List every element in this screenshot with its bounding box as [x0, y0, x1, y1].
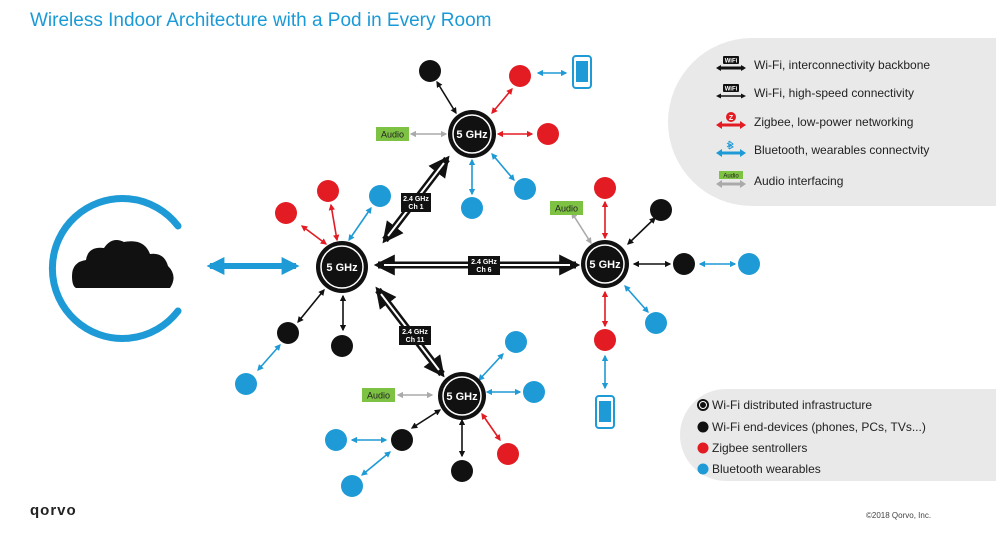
- zigbee-device: [594, 329, 616, 351]
- svg-text:2.4 GHz: 2.4 GHz: [402, 329, 428, 336]
- pod-right: 5 GHz: [581, 240, 629, 288]
- svg-text:5 GHz: 5 GHz: [446, 391, 478, 403]
- phone-icon: [595, 395, 615, 429]
- svg-text:Ch 6: Ch 6: [476, 267, 491, 274]
- svg-text:5 GHz: 5 GHz: [456, 129, 488, 141]
- phone-icon: [572, 55, 592, 89]
- zigbee-device: [509, 65, 531, 87]
- wifi-device: [650, 199, 672, 221]
- wifi-device: [391, 429, 413, 451]
- svg-text:2.4 GHz: 2.4 GHz: [471, 259, 497, 266]
- svg-text:Z: Z: [729, 115, 734, 122]
- page-title: Wireless Indoor Architecture with a Pod …: [30, 10, 492, 31]
- svg-text:Ch 1: Ch 1: [408, 204, 423, 211]
- wifi-device-dot-icon: [697, 421, 709, 433]
- pod-top: 5 GHz: [448, 110, 496, 158]
- svg-text:WiFi: WiFi: [725, 87, 738, 93]
- svg-text:Ch 11: Ch 11: [406, 337, 425, 344]
- svg-text:2.4 GHz: 2.4 GHz: [403, 196, 429, 203]
- zigbee-device: [537, 123, 559, 145]
- zigbee-device: [317, 180, 339, 202]
- channel-label-ch11: 2.4 GHz Ch 11: [399, 326, 431, 345]
- bluetooth-device: [514, 178, 536, 200]
- bluetooth-device: [461, 197, 483, 219]
- wifi-device: [277, 322, 299, 344]
- bluetooth-device: [645, 312, 667, 334]
- bluetooth-device: [325, 429, 347, 451]
- audio-box: Audio: [362, 388, 395, 402]
- copyright: ©2018 Qorvo, Inc.: [866, 511, 932, 520]
- pod-icon: [697, 399, 709, 411]
- bluetooth-device-dot-icon: [697, 463, 709, 475]
- svg-text:5 GHz: 5 GHz: [326, 262, 358, 274]
- audio-icon: Audio: [716, 171, 746, 188]
- bluetooth-device: [369, 185, 391, 207]
- svg-text:Audio: Audio: [555, 204, 578, 214]
- zigbee-device-dot-icon: [697, 442, 709, 454]
- wifi-backbone-icon: WiFi: [716, 56, 746, 71]
- svg-text:Audio: Audio: [367, 391, 390, 401]
- bluetooth-device: [738, 253, 760, 275]
- zigbee-device: [497, 443, 519, 465]
- audio-box: Audio: [376, 127, 409, 141]
- wifi-device: [419, 60, 441, 82]
- wifi-highspeed-icon: WiFi: [716, 84, 746, 99]
- wifi-device: [331, 335, 353, 357]
- zigbee-device: [594, 177, 616, 199]
- bluetooth-device: [341, 475, 363, 497]
- bluetooth-device: [523, 381, 545, 403]
- wifi-device: [451, 460, 473, 482]
- zigbee-device: [275, 202, 297, 224]
- svg-text:5 GHz: 5 GHz: [589, 259, 621, 271]
- pod-left: 5 GHz: [316, 241, 368, 293]
- bluetooth-icon: [716, 140, 746, 157]
- bluetooth-device: [505, 331, 527, 353]
- pod-bottom: 5 GHz: [438, 372, 486, 420]
- qorvo-logo: qorvo: [30, 502, 77, 519]
- channel-label-ch1: 2.4 GHz Ch 1: [401, 193, 431, 212]
- channel-label-ch6: 2.4 GHz Ch 6: [468, 256, 500, 275]
- node-legend: Wi-Fi distributed infrastructure Wi-Fi e…: [680, 389, 996, 481]
- svg-text:WiFi: WiFi: [725, 59, 738, 65]
- svg-text:Audio: Audio: [381, 130, 404, 140]
- zigbee-icon: Z: [716, 112, 746, 129]
- audio-box: Audio: [550, 201, 583, 215]
- wifi-device: [673, 253, 695, 275]
- svg-text:Audio: Audio: [723, 174, 739, 180]
- link-legend: WiFi Wi-Fi, interconnectivity backbone W…: [668, 38, 996, 206]
- end-devices: [235, 60, 760, 497]
- bluetooth-device: [235, 373, 257, 395]
- cloud-icon: [48, 195, 182, 342]
- device-links: [257, 69, 737, 476]
